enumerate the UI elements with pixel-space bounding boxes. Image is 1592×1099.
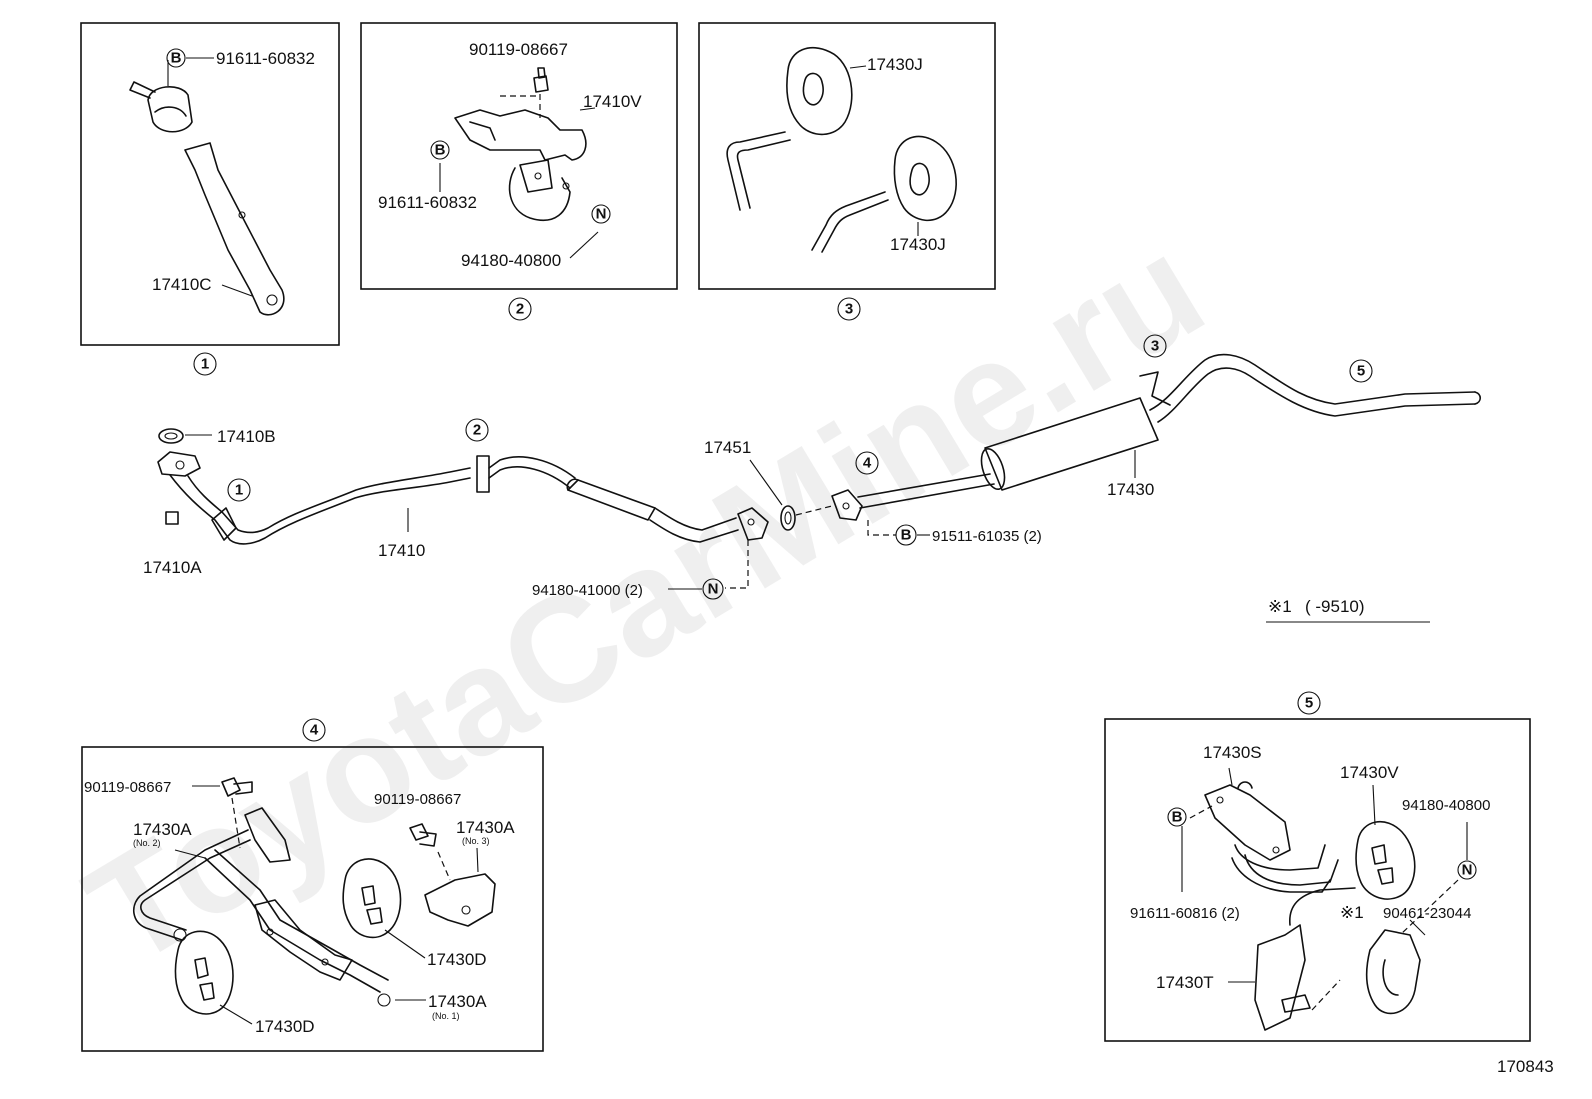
part-label-17410: 17410 [378,541,425,560]
part-note-no2: (No. 2) [133,838,161,848]
part-label-17410V: 17410V [583,92,642,111]
footnote-symbol: ※1 [1268,597,1292,616]
part-label-91611-60816: 91611-60816 (2) [1130,905,1240,922]
detail-box-2: B N 90119-08667 17410V 91611-60832 94180… [360,22,678,290]
part-label-17430T: 17430T [1156,973,1214,992]
part-label-17430J-top: 17430J [867,55,923,74]
svg-text:B: B [435,142,446,159]
callout-5: 5 [1297,691,1321,715]
part-label-17451: 17451 [704,438,751,457]
part-label-17430A-no3: 17430A [456,818,515,837]
footnote: ※1 ( -9510) [1266,597,1430,623]
callout-2: 2 [508,297,532,321]
part-label-94180-40800: 94180-40800 [461,251,561,270]
callout-3: 3 [837,297,861,321]
svg-text:4: 4 [863,455,872,472]
part-label-17430A-no1: 17430A [428,992,487,1011]
part-label-90119-08667-a: 90119-08667 [84,779,171,796]
svg-text:1: 1 [235,482,243,499]
part-label-footnote-ref: ※1 [1340,903,1364,922]
part-label-17430S: 17430S [1203,743,1262,762]
detail-box-3: 17430J 17430J [698,22,996,290]
marker-b-box5: B [1167,807,1187,827]
part-label-90461-23044: 90461-23044 [1383,905,1471,922]
main-callout-5: 5 [1349,359,1373,383]
part-label-91611-60832: 91611-60832 [378,193,477,212]
svg-text:B: B [1172,809,1183,826]
part-label-91611-60832: 91611-60832 [216,49,315,68]
marker-n-box2: N [591,204,611,224]
main-callout-4: 4 [855,451,879,475]
marker-n-box5: N [1457,860,1477,880]
callout-1: 1 [193,352,217,376]
part-label-17430J-bottom: 17430J [890,235,946,254]
svg-text:2: 2 [473,422,481,439]
part-label-90119-08667-b: 90119-08667 [374,791,461,808]
svg-text:N: N [1462,862,1473,879]
svg-text:5: 5 [1305,695,1313,712]
main-callout-1: 1 [227,478,251,502]
part-label-17430A-no2: 17430A [133,820,192,839]
part-note-no1: (No. 1) [432,1011,460,1021]
main-exhaust-system: 1 2 3 4 5 N B 17410B 17410A 1 [143,334,1482,600]
part-label-17410A: 17410A [143,558,202,577]
svg-text:3: 3 [1151,338,1159,355]
part-label-91511-61035: 91511-61035 (2) [932,528,1042,545]
svg-text:B: B [901,527,912,544]
watermark: ToyotaCarMine.ru [60,202,1230,997]
diagram-code: 170843 [1497,1057,1554,1076]
detail-box-1: B 91611-60832 17410C [80,22,340,346]
callout-4: 4 [302,718,326,742]
svg-text:3: 3 [845,301,853,318]
marker-n-main: N [702,578,724,600]
svg-text:1: 1 [201,356,209,373]
svg-text:B: B [171,50,182,67]
marker-b-main: B [895,524,917,546]
footnote-range: ( -9510) [1305,597,1365,616]
part-label-17430: 17430 [1107,480,1154,499]
part-note-no3: (No. 3) [462,836,490,846]
marker-b-box2: B [430,140,450,160]
part-label-90119-08667: 90119-08667 [469,40,568,59]
main-callout-3: 3 [1143,334,1167,358]
part-label-17430D-mid: 17430D [427,950,487,969]
part-label-94180-41000: 94180-41000 (2) [532,582,643,599]
svg-text:N: N [708,581,719,598]
svg-text:4: 4 [310,722,319,739]
part-label-17430V: 17430V [1340,763,1399,782]
detail-box-4: 90119-08667 17430A (No. 2) 90119-08667 1… [81,746,544,1052]
part-label-17410C: 17410C [152,275,212,294]
part-label-17430D-bottom: 17430D [255,1017,315,1036]
part-label-17410B: 17410B [217,427,276,446]
marker-b-box1: B [166,48,186,68]
svg-text:5: 5 [1357,363,1365,380]
svg-text:2: 2 [516,301,524,318]
detail-box-5: B N 17430S 17430V 94180-40800 91611-6081… [1104,718,1531,1042]
main-callout-2: 2 [465,418,489,442]
part-label-94180-40800: 94180-40800 [1402,797,1490,814]
svg-text:N: N [596,206,607,223]
